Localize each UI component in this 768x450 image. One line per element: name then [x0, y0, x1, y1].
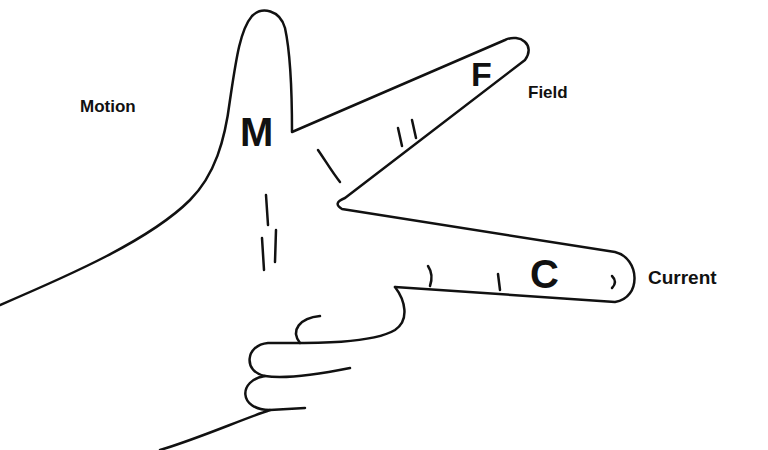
curled-finger	[296, 316, 320, 343]
finger-letter: C	[530, 254, 559, 294]
finger-letter: M	[240, 112, 273, 152]
direction-label: Current	[648, 268, 717, 287]
curled-finger	[245, 376, 305, 410]
hand-outline	[0, 11, 635, 305]
direction-label: Motion	[80, 98, 136, 115]
finger-crease	[412, 120, 416, 138]
finger-letter: F	[471, 57, 492, 91]
thumb-crease	[275, 230, 276, 262]
finger-crease	[498, 274, 500, 290]
palm-outline	[160, 410, 270, 450]
finger-crease	[398, 128, 402, 146]
direction-label: Field	[528, 84, 568, 101]
finger-crease	[612, 276, 615, 288]
thumb-crease	[262, 238, 264, 270]
thumb-crease	[266, 195, 268, 225]
knuckle-crease	[318, 150, 340, 182]
finger-crease	[428, 266, 431, 286]
curled-finger	[250, 287, 405, 377]
